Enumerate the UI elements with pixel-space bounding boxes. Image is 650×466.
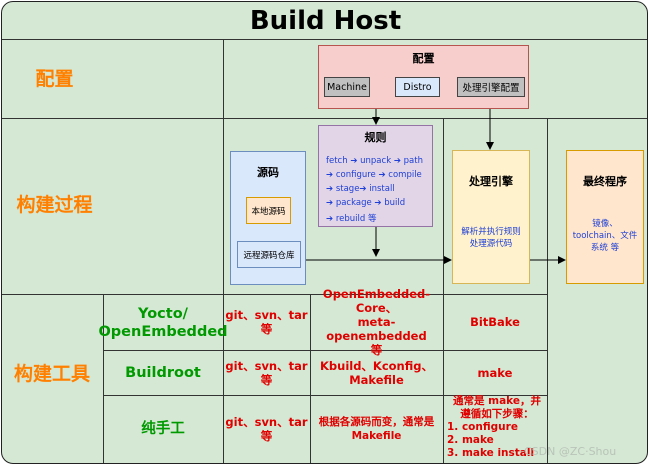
buildroot-rules-cell: Kbuild、Kconfig、 Makefile <box>310 352 443 394</box>
source-local: 本地源码 <box>246 197 291 224</box>
row-label-build-tools: 构建工具 <box>13 362 90 385</box>
cell-line: 根据各源码而变，通常是 <box>318 416 435 428</box>
tool-name-buildroot: Buildroot <box>125 365 201 381</box>
grid-line <box>223 39 224 463</box>
rules-line: ➔ package ➔ build <box>326 198 406 208</box>
cell-line: 1. configure <box>447 421 518 433</box>
cell-line: git、svn、tar <box>225 308 308 322</box>
cell-line: 遵循如下步骤： <box>460 408 534 420</box>
rules-line: ➔ configure ➔ compile <box>326 170 422 180</box>
tool-name-manual: 纯手工 <box>141 421 185 437</box>
final-program-box: 最终程序 镜像、 toolchain、文件 系统 等 <box>566 150 644 284</box>
source-box-title: 源码 <box>257 166 279 179</box>
cell-line: 等 <box>260 373 273 387</box>
final-desc: toolchain、文件 <box>572 231 638 241</box>
cell-line: 等 <box>260 429 273 443</box>
config-box: 配置 Machine Distro 处理引擎配置 <box>318 45 529 109</box>
final-box-title: 最终程序 <box>583 175 627 188</box>
cell-line: 2. make <box>447 434 494 446</box>
grid-line <box>103 294 104 463</box>
cell-line: Makefile <box>349 373 404 387</box>
cell-line: OpenEmbedded-Core、 <box>322 287 431 315</box>
final-desc: 系统 等 <box>590 243 620 253</box>
config-item-engine-config: 处理引擎配置 <box>457 77 525 97</box>
watermark: CSDN @ZC·Shou <box>524 445 617 458</box>
yocto-rules-cell: OpenEmbedded-Core、 meta-openembedded 等 <box>310 287 443 357</box>
buildroot-source-cell: git、svn、tar 等 <box>223 352 310 394</box>
grid-line <box>443 118 444 463</box>
tool-name-line: OpenEmbedded <box>98 324 228 340</box>
grid-line <box>2 39 647 40</box>
manual-source-cell: git、svn、tar 等 <box>223 398 310 460</box>
cell-line: git、svn、tar <box>225 415 308 429</box>
buildroot-engine-cell: make <box>477 366 513 380</box>
source-remote: 远程源码仓库 <box>237 241 301 268</box>
engine-box-title: 处理引擎 <box>469 175 513 188</box>
cell-line: Makefile <box>351 430 402 442</box>
engine-box: 处理引擎 解析并执行规则 处理源代码 <box>452 150 530 284</box>
grid-line <box>2 294 547 295</box>
grid-line <box>2 118 647 119</box>
rules-line: fetch ➔ unpack ➔ path <box>326 156 423 166</box>
rules-box: 规则 fetch ➔ unpack ➔ path ➔ configure ➔ c… <box>318 125 433 227</box>
diagram-title: Build Host <box>249 6 402 36</box>
cell-line: 等 <box>370 343 383 357</box>
cell-line: git、svn、tar <box>225 359 308 373</box>
cell-line: 通常是 make，并 <box>452 395 541 407</box>
rules-line: ➔ stage➔ install <box>326 184 395 194</box>
config-item-distro: Distro <box>395 77 440 97</box>
cell-line: 3. make install <box>447 447 535 459</box>
row-label-config: 配置 <box>35 67 74 90</box>
config-box-title: 配置 <box>412 52 435 65</box>
tool-name-line: Yocto/ <box>138 306 188 322</box>
cell-line: meta-openembedded <box>326 315 427 343</box>
config-item-machine: Machine <box>324 77 370 97</box>
yocto-engine-cell: BitBake <box>470 315 520 329</box>
engine-desc: 处理源代码 <box>469 239 513 249</box>
engine-desc: 解析并执行规则 <box>461 227 521 237</box>
row-label-build-process: 构建过程 <box>16 193 93 216</box>
cell-line: 等 <box>260 322 273 336</box>
manual-rules-cell: 根据各源码而变，通常是 Makefile <box>310 398 443 460</box>
grid-line <box>310 294 311 463</box>
grid-line <box>103 395 547 396</box>
source-box: 源码 本地源码 远程源码仓库 <box>230 151 306 285</box>
tool-name-yocto: Yocto/ OpenEmbedded <box>98 299 227 347</box>
yocto-source-cell: git、svn、tar 等 <box>223 298 310 346</box>
grid-line <box>547 118 548 463</box>
grid-line <box>103 350 547 351</box>
cell-line: Kbuild、Kconfig、 <box>319 359 434 373</box>
rules-line: ➔ rebuild 等 <box>326 214 377 224</box>
rules-box-title: 规则 <box>364 131 387 144</box>
manual-engine-cell: 通常是 make，并 遵循如下步骤： 1. configure 2. make … <box>447 395 547 463</box>
final-desc: 镜像、 <box>592 219 618 229</box>
